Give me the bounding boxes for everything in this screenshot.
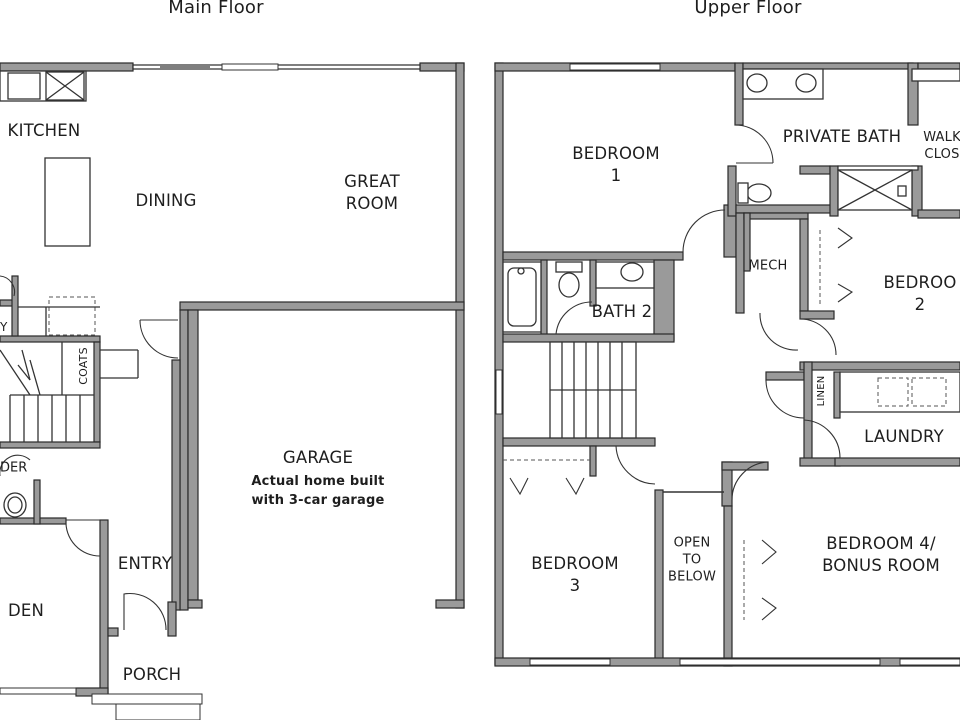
great-room-label: GREAT ROOM <box>344 171 400 215</box>
garage-note-line2: with 3-car garage <box>251 493 385 508</box>
bedroom1-label-line1: BEDROOM <box>572 144 660 163</box>
upper-floor-title: Upper Floor <box>694 0 802 18</box>
bedroom4-label-line1: BEDROOM 4/ <box>826 534 936 553</box>
open-to-below-line1: OPEN <box>673 535 711 551</box>
garage-note-line1: Actual home built <box>251 474 385 489</box>
bedroom2-label-line1: BEDROO <box>883 273 957 292</box>
main-floor-title: Main Floor <box>168 0 264 18</box>
porch-label: PORCH <box>122 665 182 684</box>
great-room-label-line1: GREAT <box>344 172 400 191</box>
walk-closet-label: WALK CLOS <box>923 129 960 163</box>
laundry-label: LAUNDRY <box>864 427 944 446</box>
private-bath-label: PRIVATE BATH <box>782 127 902 146</box>
open-to-below-line3: BELOW <box>668 569 716 585</box>
upper-floor-fixtures <box>495 63 960 666</box>
garage-note: Actual home built with 3-car garage <box>251 472 384 510</box>
walk-closet-label-line2: CLOS <box>924 147 960 162</box>
walk-closet-label-line1: WALK <box>923 130 960 145</box>
bedroom4-label: BEDROOM 4/ BONUS ROOM <box>822 533 940 577</box>
bedroom3-label-line1: BEDROOM <box>531 554 619 573</box>
pantry-label: Y <box>0 320 8 334</box>
bath2-label: BATH 2 <box>591 302 653 321</box>
den-label: DEN <box>7 601 45 620</box>
bedroom1-label-line2: 1 <box>610 166 622 185</box>
entry-label: ENTRY <box>117 554 173 573</box>
bedroom3-label: BEDROOM 3 <box>531 553 619 597</box>
coats-label: COATS <box>77 347 90 385</box>
garage-label: GARAGE <box>282 448 354 467</box>
linen-label: LINEN <box>816 375 827 407</box>
open-to-below-label: OPEN TO BELOW <box>668 535 716 586</box>
mech-label: MECH <box>748 258 788 274</box>
bedroom2-label-line2: 2 <box>914 295 926 314</box>
main-floor-fixtures <box>0 63 279 695</box>
bedroom1-label: BEDROOM 1 <box>572 143 660 187</box>
great-room-label-line2: ROOM <box>345 194 399 213</box>
bedroom3-label-line2: 3 <box>569 576 581 595</box>
powder-label: DER <box>0 460 28 476</box>
dining-label: DINING <box>135 191 197 210</box>
open-to-below-line2: TO <box>682 552 702 568</box>
bedroom2-label: BEDROO 2 <box>883 272 956 316</box>
main-floor-walls <box>0 62 465 720</box>
kitchen-label: KITCHEN <box>7 121 81 140</box>
bedroom4-label-line2: BONUS ROOM <box>822 556 940 575</box>
